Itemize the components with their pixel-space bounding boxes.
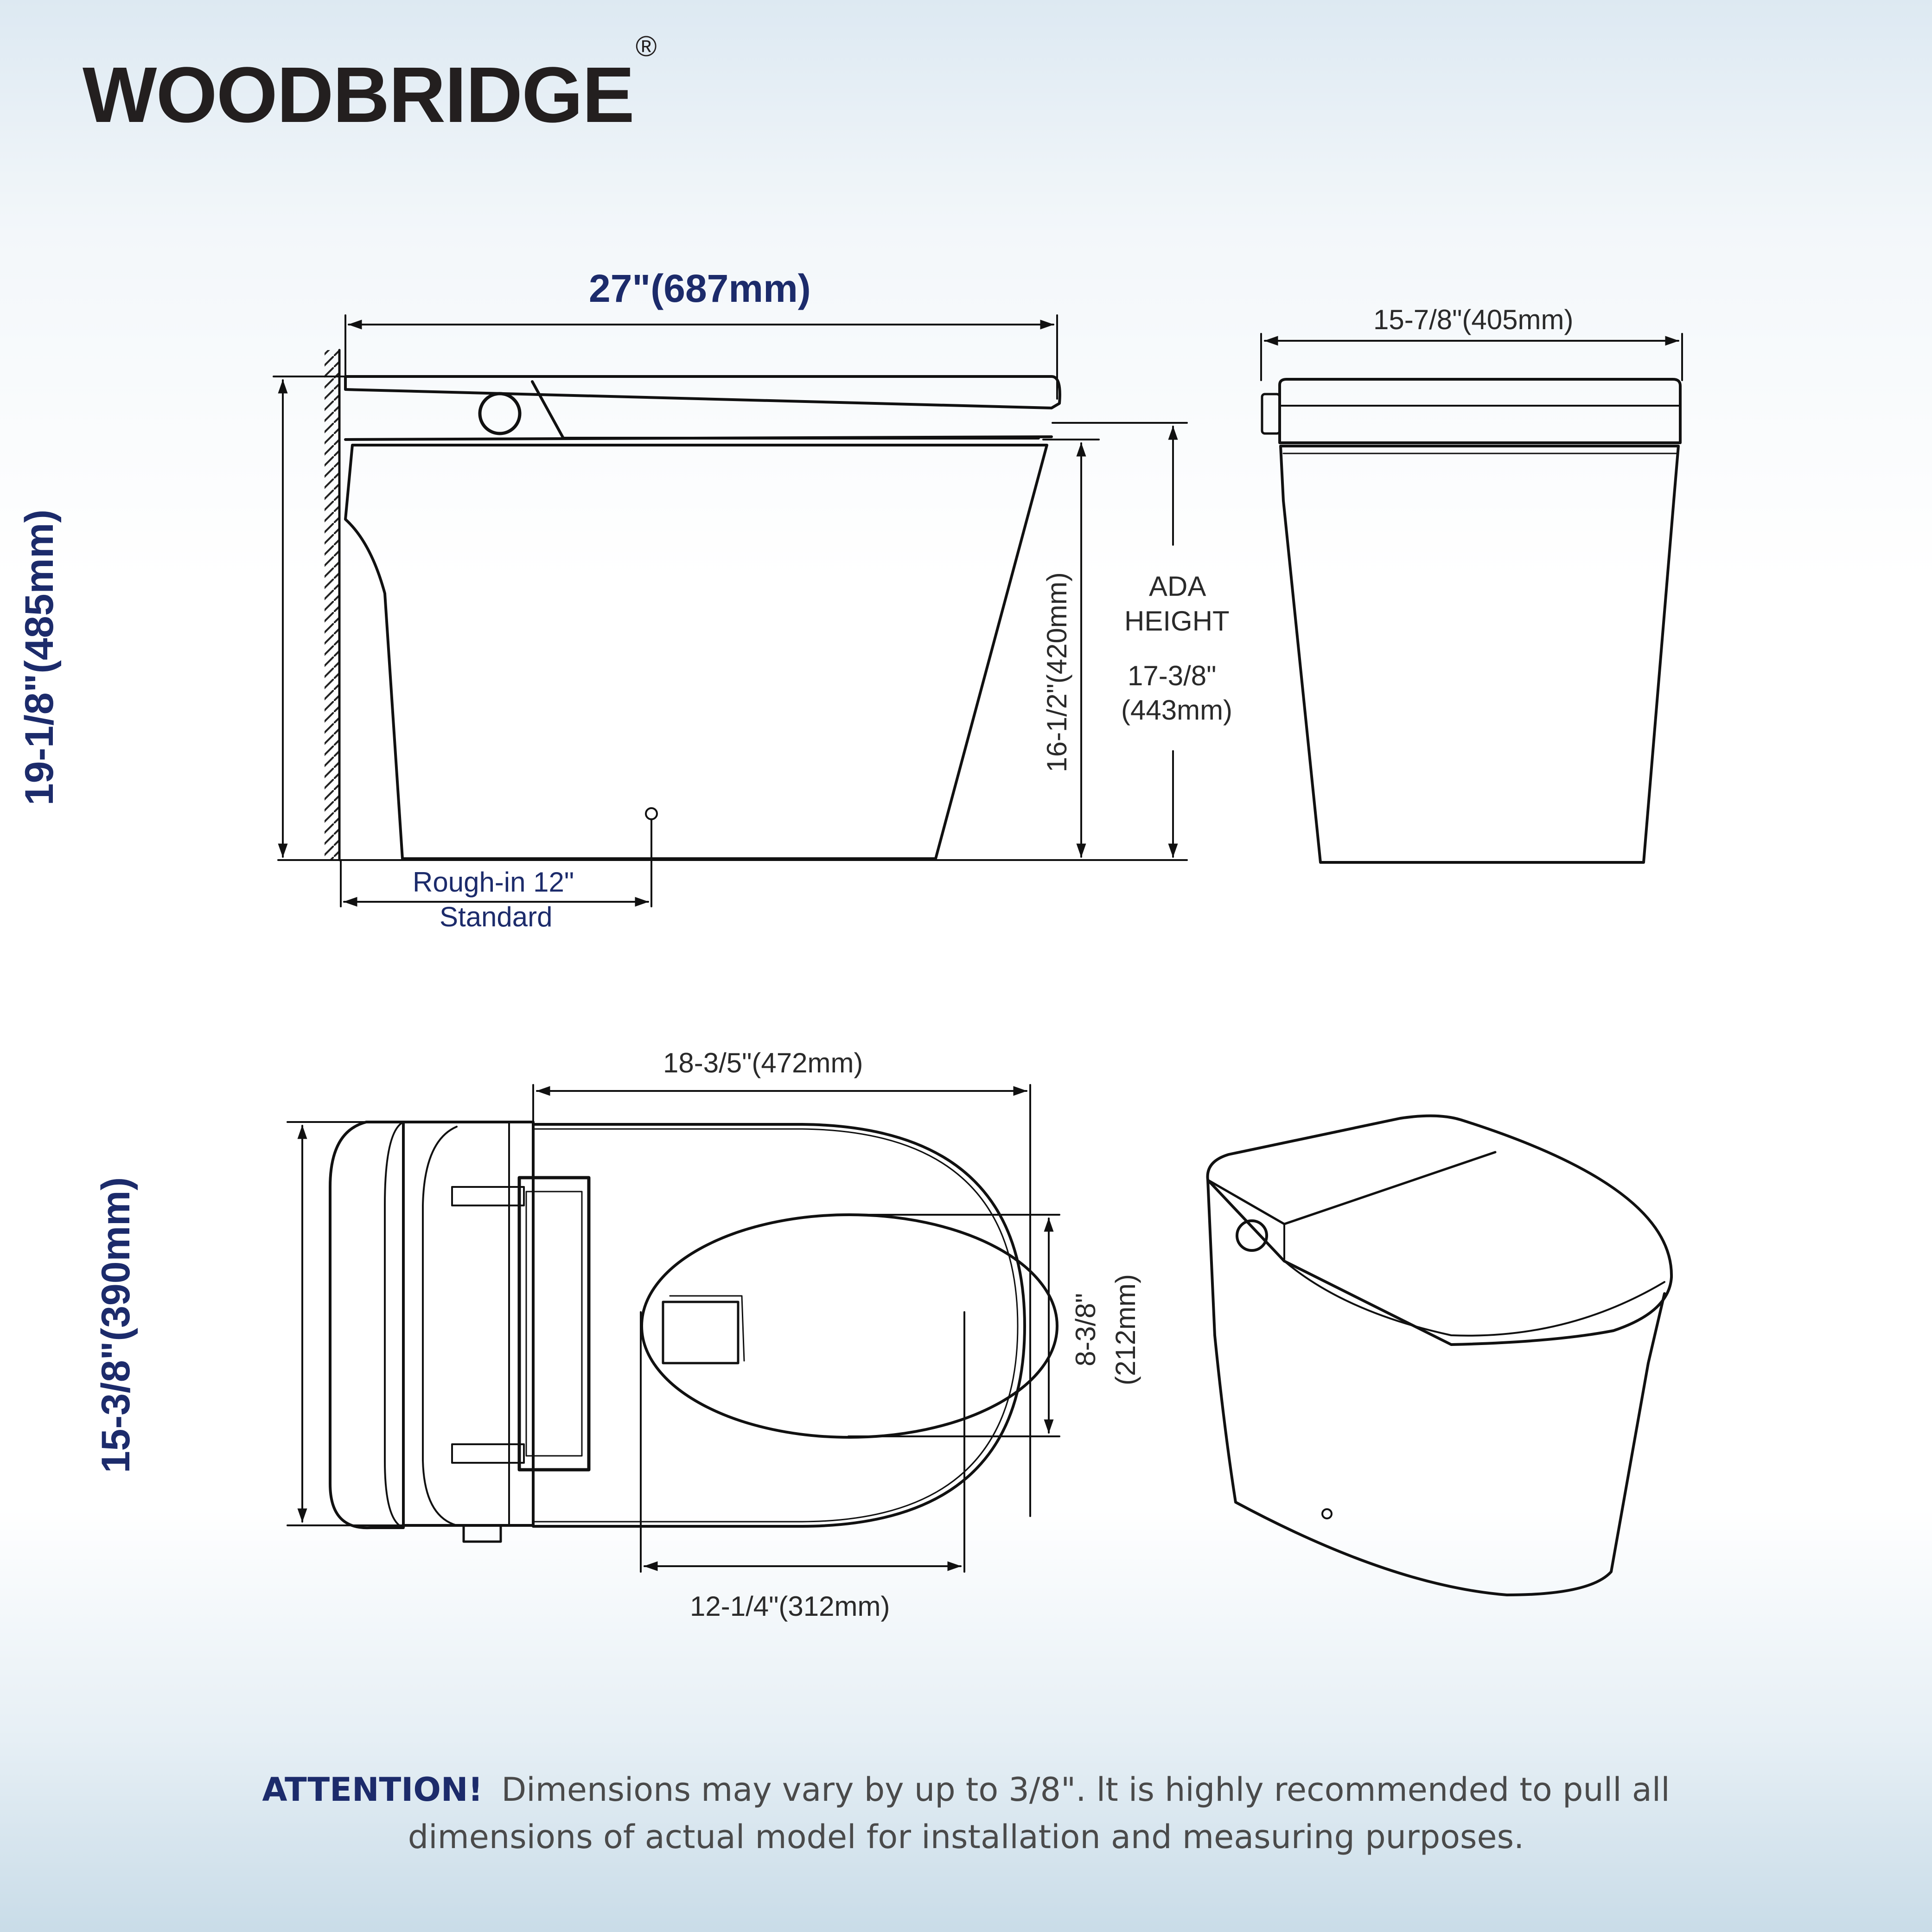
top-length-label: 18-3/5"(472mm) — [663, 1047, 863, 1078]
attention-line2: dimensions of actual model for installat… — [408, 1817, 1524, 1856]
ada-label-line2: HEIGHT — [1124, 606, 1230, 637]
ada-label-line1: ADA — [1149, 571, 1206, 602]
rough-in-label-line2: Standard — [440, 901, 553, 932]
front-width-label: 15-7/8"(405mm) — [1373, 304, 1574, 335]
top-view-drawing — [287, 1084, 1060, 1573]
ada-value-line2: (443mm) — [1121, 695, 1233, 726]
bowl-length-label: 12-1/4"(312mm) — [690, 1591, 890, 1622]
ada-value-line1: 17-3/8" — [1128, 660, 1217, 691]
bowl-width-label-line2: (212mm) — [1110, 1274, 1141, 1386]
overall-length-label: 27"(687mm) — [589, 267, 811, 310]
brand-name: WOODBRIDGE — [83, 51, 635, 139]
perspective-knob — [1236, 1219, 1268, 1252]
inlet-point — [645, 807, 658, 820]
wall-hatch — [325, 350, 339, 860]
perspective-view-drawing — [1206, 1114, 1673, 1596]
attention-label: ATTENTION! — [262, 1771, 483, 1809]
attention-line1: Dimensions may vary by up to 3/8". lt is… — [501, 1771, 1670, 1809]
front-view-drawing — [1260, 333, 1683, 864]
rough-in-label-line1: Rough-in 12" — [413, 867, 574, 898]
registered-mark: ® — [635, 31, 657, 63]
attention-note: ATTENTION! Dimensions may vary by up to 3… — [0, 1766, 1932, 1861]
bowl-width-label-line1: 8-3/8" — [1070, 1293, 1101, 1367]
brand-logo: WOODBRIDGE® — [83, 32, 657, 134]
total-height-label: 19-1/8"(485mm) — [17, 509, 62, 806]
side-view-drawing — [273, 314, 1188, 907]
seat-height-label: 16-1/2"(420mm) — [1041, 572, 1072, 772]
top-width-label: 15-3/8"(390mm) — [94, 1177, 138, 1473]
power-knob — [478, 392, 522, 435]
